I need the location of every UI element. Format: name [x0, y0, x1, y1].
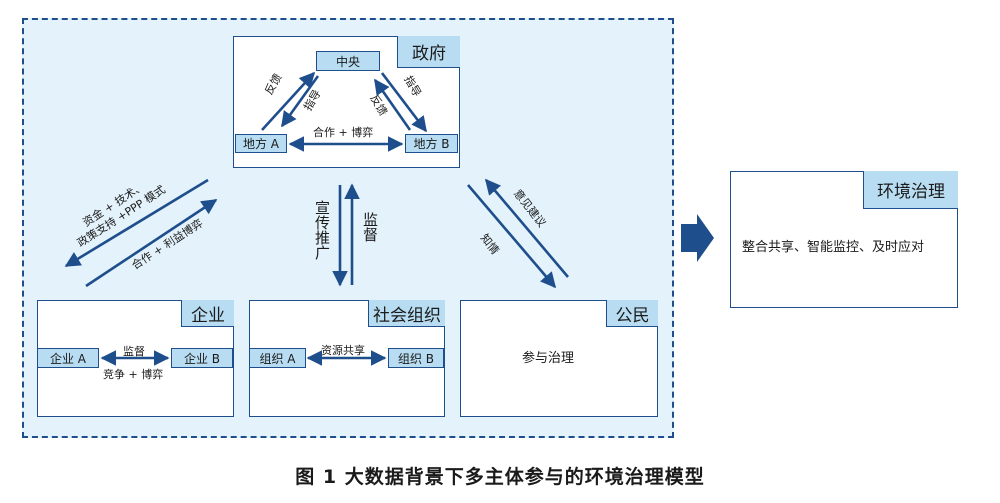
social-org-title: 社会组织 — [368, 300, 445, 327]
environment-content: 整合共享、智能监控、及时应对 — [742, 240, 925, 255]
local-a-node: 地方 A — [235, 134, 287, 153]
coop-game-label: 合作 + 博弈 — [313, 126, 374, 139]
suggestion-arrow — [484, 178, 569, 278]
enterprise-down-arrow — [64, 178, 209, 268]
feedback-right-arrow — [373, 78, 412, 131]
enterprise-compete-label: 竞争 + 博弈 — [103, 368, 164, 381]
government-title: 政府 — [397, 36, 460, 68]
guide-left-arrow — [280, 75, 320, 128]
org-a-node: 组织 A — [249, 348, 306, 368]
citizen-title: 公民 — [606, 300, 658, 327]
propaganda-label: 宣传推广 — [313, 200, 331, 260]
local-b-node: 地方 B — [405, 134, 458, 153]
citizen-content: 参与治理 — [522, 351, 575, 366]
central-node: 中央 — [316, 51, 380, 71]
enterprise-title: 企业 — [181, 300, 234, 327]
feedback-left-arrow — [261, 71, 316, 131]
to-environment-arrow — [681, 214, 714, 262]
inform-arrow — [467, 184, 557, 289]
environment-title: 环境治理 — [863, 171, 958, 209]
figure-caption: 图 1 大数据背景下多主体参与的环境治理模型 — [295, 466, 705, 488]
supervise-label: 监督 — [361, 212, 379, 242]
org-b-node: 组织 B — [388, 348, 444, 368]
enterprise-up-arrow — [85, 198, 218, 288]
enterprise-b-node: 企业 B — [171, 348, 233, 368]
enterprise-a-node: 企业 A — [37, 348, 99, 368]
